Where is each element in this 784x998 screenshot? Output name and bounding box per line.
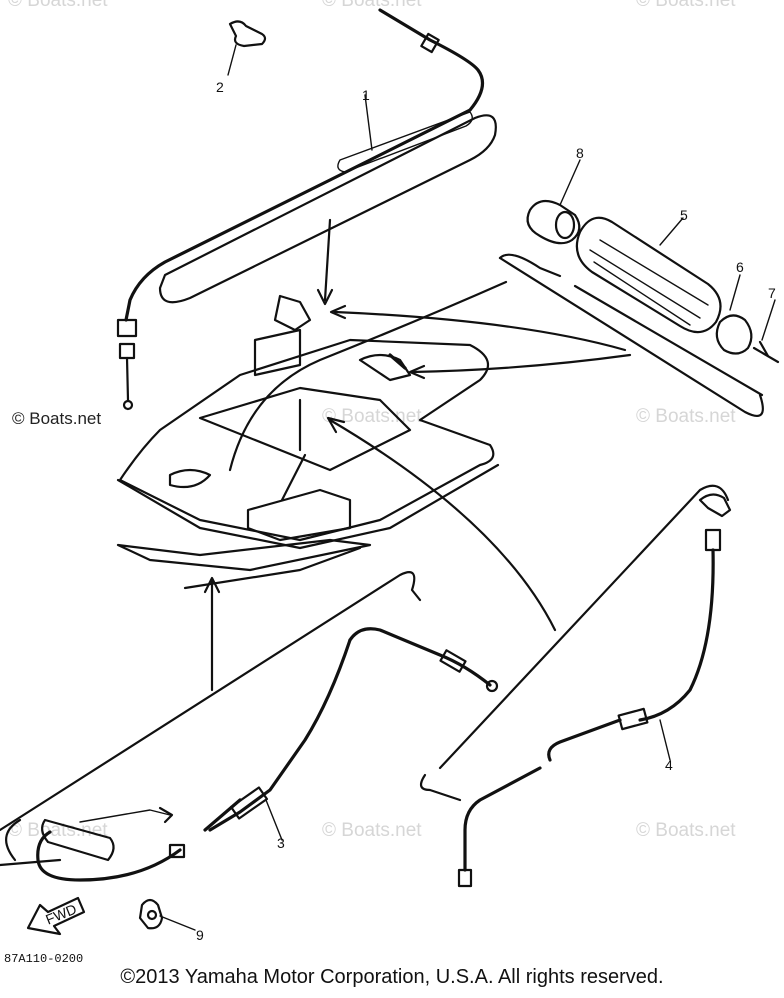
watermark-top-left: © Boats.net xyxy=(8,0,108,11)
watermark-top-center: © Boats.net xyxy=(322,0,422,11)
cap-6 xyxy=(715,314,753,355)
watermarks: © Boats.net © Boats.net © Boats.net © Bo… xyxy=(8,0,736,841)
callout-8: 8 xyxy=(576,145,584,161)
cable-4 xyxy=(457,493,732,888)
lower-right-panel xyxy=(419,484,730,802)
lower-left-panel xyxy=(0,571,422,867)
grip-5 xyxy=(575,216,722,334)
drawing-code: 87A110-0200 xyxy=(4,952,83,966)
sleeve-8 xyxy=(526,199,581,245)
clip-2 xyxy=(228,20,267,48)
callout-3: 3 xyxy=(277,835,285,851)
cable-3 xyxy=(36,627,499,882)
callout-4: 4 xyxy=(665,757,673,773)
watermark-center: © Boats.net xyxy=(322,406,422,427)
callout-5: 5 xyxy=(680,207,688,223)
watermark-right: © Boats.net xyxy=(636,406,736,427)
callout-6: 6 xyxy=(736,259,744,275)
watermark-top-right: © Boats.net xyxy=(636,0,736,11)
watermark-bottom-left: © Boats.net xyxy=(8,820,108,841)
grip-panel xyxy=(498,253,764,417)
fwd-arrow: FWD xyxy=(26,896,86,936)
callout-1: 1 xyxy=(362,87,370,103)
arrows xyxy=(203,218,632,692)
callout-2: 2 xyxy=(216,79,224,95)
copyright-notice: ©2013 Yamaha Motor Corporation, U.S.A. A… xyxy=(120,966,664,988)
watercraft-body xyxy=(116,294,500,590)
clamp-9 xyxy=(138,898,164,930)
callout-numbers: 1 2 3 4 5 6 7 8 9 xyxy=(196,79,776,943)
watermark-left-dark: © Boats.net xyxy=(12,409,101,428)
callout-7: 7 xyxy=(768,285,776,301)
throttle-cable-1 xyxy=(116,8,485,411)
callout-9: 9 xyxy=(196,927,204,943)
leader-lines xyxy=(159,44,776,931)
watermark-bottom-right: © Boats.net xyxy=(636,820,736,841)
upper-panel xyxy=(158,111,497,304)
watermark-bottom-center: © Boats.net xyxy=(322,820,422,841)
screw-7 xyxy=(752,340,780,364)
